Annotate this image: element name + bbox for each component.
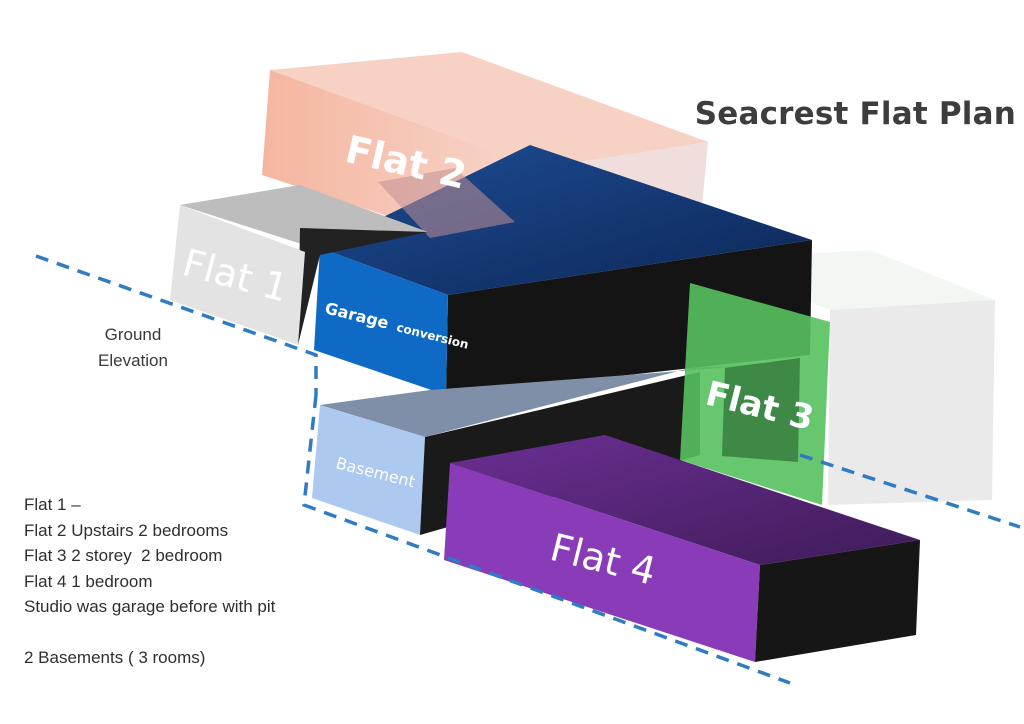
page-title: Seacrest Flat Plan — [694, 96, 1016, 132]
note-line: Flat 3 2 storey 2 bedroom — [24, 546, 223, 565]
notes-spacer — [24, 620, 275, 645]
note-line: Flat 1 – — [24, 495, 81, 514]
notes-footer: 2 Basements ( 3 rooms) — [24, 647, 206, 667]
ground-elevation-label: Ground Elevation — [78, 322, 188, 374]
note-line: Flat 4 1 bedroom — [24, 571, 153, 591]
notes-list: Flat 1 – Flat 2 Upstairs 2 bedrooms Flat… — [24, 492, 275, 670]
flat1-block — [170, 185, 428, 345]
note-line: Flat 2 Upstairs 2 bedrooms — [24, 520, 229, 540]
ground-label-line-1: Ground — [104, 325, 162, 344]
ground-label-line-2: Elevation — [98, 351, 168, 370]
ground-elevation-line — [35, 254, 1021, 685]
flat3-block — [680, 283, 830, 505]
note-line: Studio was garage before with pit — [24, 597, 276, 616]
flat4-block — [444, 435, 920, 662]
